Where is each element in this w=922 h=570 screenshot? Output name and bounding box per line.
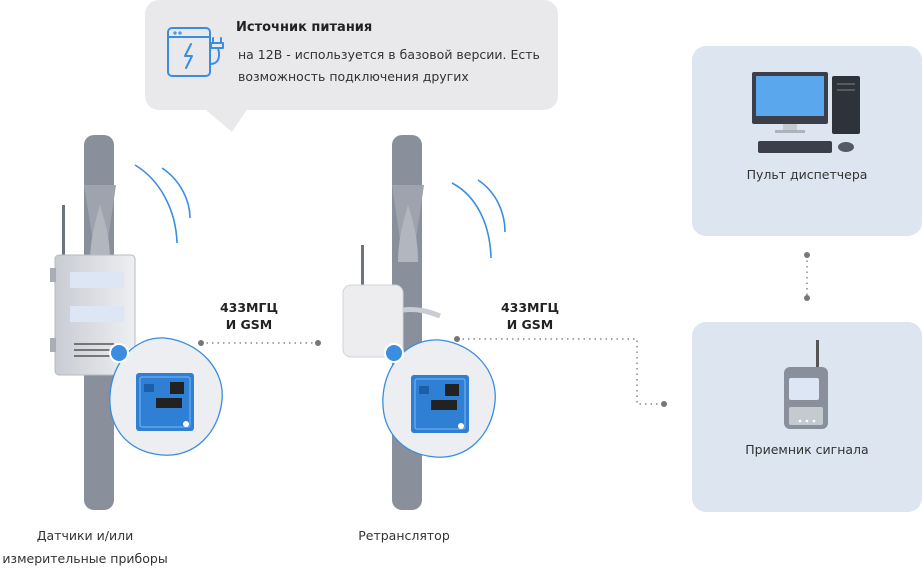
sensor-board [109, 337, 223, 456]
signal-waves-icon [451, 179, 506, 259]
sensors-caption: Датчики и/или измерительные приборы [0, 524, 170, 570]
link-label-line1: 433МГЦ [500, 300, 560, 315]
link-repeater-receiver [454, 336, 667, 407]
repeater-node-dot [384, 343, 404, 363]
callout-title: Источник питания [236, 20, 373, 35]
link-sensor-repeater [198, 340, 321, 346]
link-label-2: 433МГЦ И GSM [485, 299, 575, 333]
link-label-line2: И GSM [506, 317, 554, 332]
link-label-line1: 433МГЦ [219, 300, 279, 315]
repeater-caption: Ретранслятор [358, 528, 450, 543]
link-label-line2: И GSM [225, 317, 273, 332]
link-label-1: 433МГЦ И GSM [204, 299, 294, 333]
link-console-receiver [804, 252, 810, 301]
sensors-caption-line2: измерительные приборы [2, 551, 168, 566]
sensor-node-dot [109, 343, 129, 363]
receiver-device-icon [784, 340, 828, 429]
repeater-device [342, 245, 441, 358]
power-supply-icon [167, 27, 224, 77]
computer-icon [752, 72, 860, 153]
console-caption: Пульт диспетчера [746, 167, 868, 182]
sensors-caption-line1: Датчики и/или [36, 528, 134, 543]
callout-text: на 12В - используется в базовой версии. … [238, 47, 540, 84]
signal-waves-icon [134, 164, 191, 244]
callout-bubble [145, 0, 558, 132]
receiver-caption: Приемник сигнала [745, 442, 869, 457]
repeater-board [382, 339, 496, 458]
